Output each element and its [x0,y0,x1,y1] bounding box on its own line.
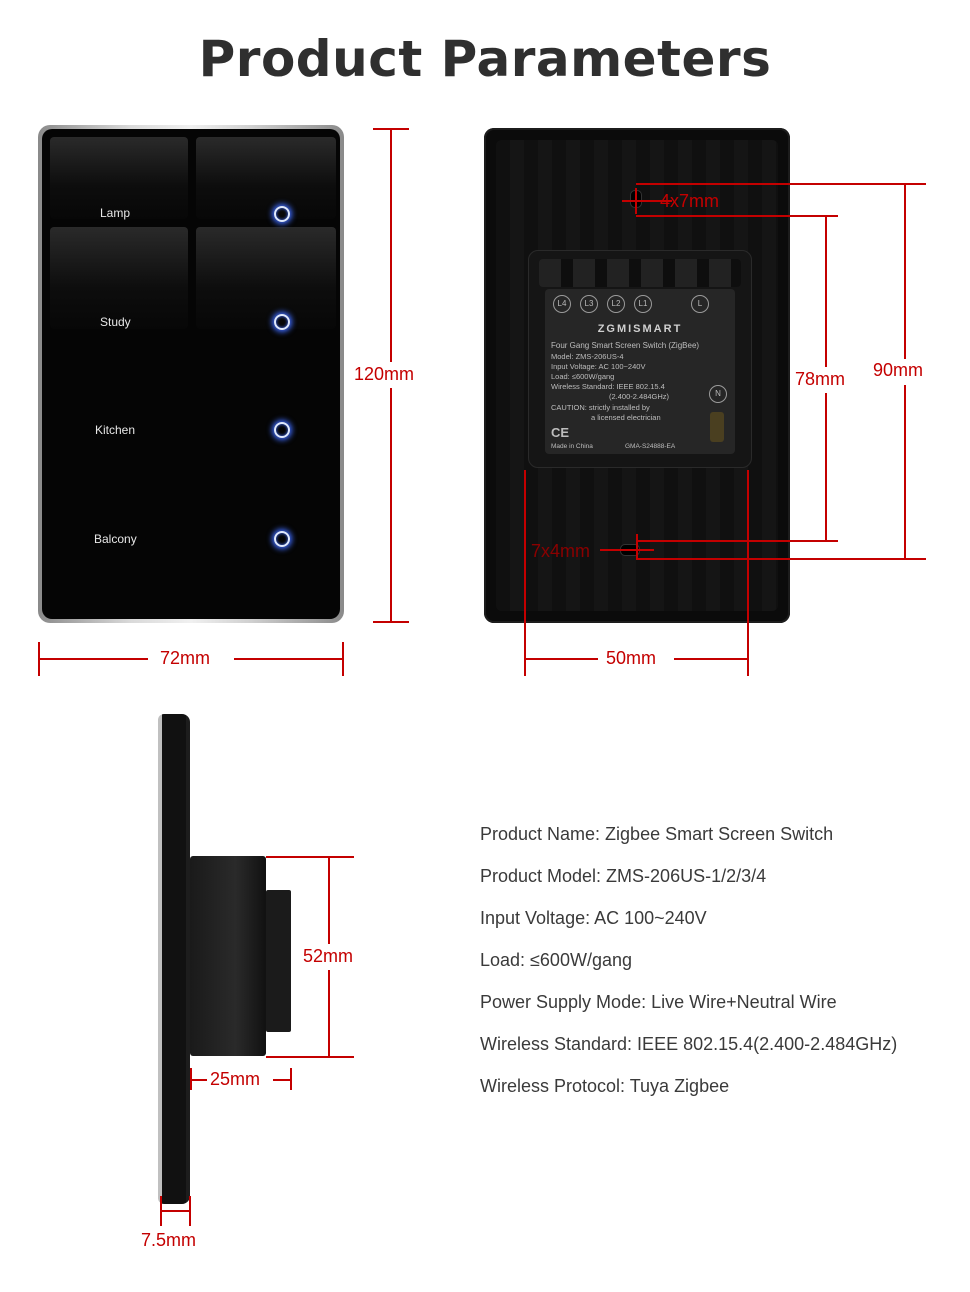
sticker-line: Wireless Standard: IEEE 802.15.4 [551,382,665,391]
sticker-line: Model: ZMS-206US-4 [551,352,624,361]
sticker-line: a licensed electrician [591,413,661,422]
led-indicator-icon [274,314,290,330]
side-view-module-step [266,890,291,1032]
terminal-block [539,259,741,287]
key-label-study: Study [100,315,131,329]
sticker-line: Made in China [551,443,593,450]
key-second-right [196,227,336,329]
sticker-line: Four Gang Smart Screen Switch (ZigBee) [551,341,700,350]
spec-input-voltage: Input Voltage: AC 100~240V [480,908,707,928]
dim-label-plate-thickness: 7.5mm [141,1230,197,1250]
dim-line-hole-top-vertical [635,188,637,214]
dim-tick [636,540,838,542]
terminal-labels: L4 L3 L2 L1 L [553,295,709,313]
key-top-right [196,137,336,219]
terminal-label: L2 [607,295,625,313]
dim-tick [290,1068,292,1090]
dim-line-plate-thickness [160,1210,190,1212]
sticker-line: (2.400-2.484GHz) [609,392,670,401]
key-label-kitchen: Kitchen [95,423,136,437]
dim-label-front-height: 120mm [354,364,415,384]
dim-tick [266,856,354,858]
dim-tick [636,215,838,217]
terminal-label: L3 [580,295,598,313]
front-panel-image: Lamp Study Kitchen Balcony [38,125,344,623]
spec-product-name: Product Name: Zigbee Smart Screen Switch [480,824,834,844]
terminal-label-neutral: N [709,385,727,403]
side-view-plate [158,714,190,1204]
led-indicator-icon [274,206,290,222]
front-panel-glass: Lamp Study Kitchen Balcony [42,129,340,619]
dim-tick [342,642,344,676]
dim-tick [266,1056,354,1058]
key-second-left [50,227,188,329]
dim-tick [636,558,926,560]
dim-label-module-height: 78mm [795,369,846,389]
dim-label-side-depth: 25mm [210,1069,261,1089]
key-top-left [50,137,188,219]
sticker-line: Load: ≤600W/gang [551,372,615,381]
dim-tick [747,470,749,676]
brand-logo: ZGMISMART [597,323,683,335]
dim-tick [373,621,409,623]
led-indicator-icon [274,531,290,547]
terminal-label: L4 [553,295,571,313]
key-label-balcony: Balcony [94,532,137,546]
dim-tick [636,183,926,185]
spec-list: Product Name: Zigbee Smart Screen Switch… [480,822,897,1116]
dim-tick [189,1196,191,1226]
terminal-screw [710,412,724,442]
dim-line-hole-top [622,200,672,202]
terminal-label: L [691,295,709,313]
dim-line-hole-bottom-vertical [636,534,638,560]
page-title: Product Parameters [198,30,772,88]
dim-label-hole-bottom: 7x4mm [531,541,591,561]
cert-mark: CE [551,425,570,440]
spec-sticker: L4 L3 L2 L1 L ZGMISMART Four Gang Smart … [545,289,735,454]
sticker-line: CAUTION: strictly installed by [551,403,650,412]
sticker-line: Input Voltage: AC 100~240V [551,362,646,371]
spec-power-supply: Power Supply Mode: Live Wire+Neutral Wir… [480,992,837,1012]
dim-label-back-width: 50mm [606,648,657,668]
spec-wireless-standard: Wireless Standard: IEEE 802.15.4(2.400-2… [480,1034,898,1054]
dim-tick [38,642,40,676]
dim-tick [190,1068,192,1090]
spec-product-model: Product Model: ZMS-206US-1/2/3/4 [480,866,767,886]
dim-tick [524,470,526,676]
dim-line-hole-bottom [600,549,654,551]
led-indicator-icon [274,422,290,438]
switch-module: L4 L3 L2 L1 L ZGMISMART Four Gang Smart … [528,250,752,468]
spec-wireless-protocol: Wireless Protocol: Tuya Zigbee [480,1076,730,1096]
terminal-label: L1 [634,295,652,313]
dim-label-front-width: 72mm [160,648,211,668]
dim-label-back-height: 90mm [873,360,924,380]
sticker-line: GMA-S24888-EA [625,443,676,450]
spec-load: Load: ≤600W/gang [480,950,632,970]
dim-label-hole-top: 4x7mm [660,191,720,211]
dim-label-side-height: 52mm [303,946,354,966]
dim-tick [160,1196,162,1226]
key-label-lamp: Lamp [100,206,131,220]
dim-tick [373,128,409,130]
side-view-module [190,856,266,1056]
